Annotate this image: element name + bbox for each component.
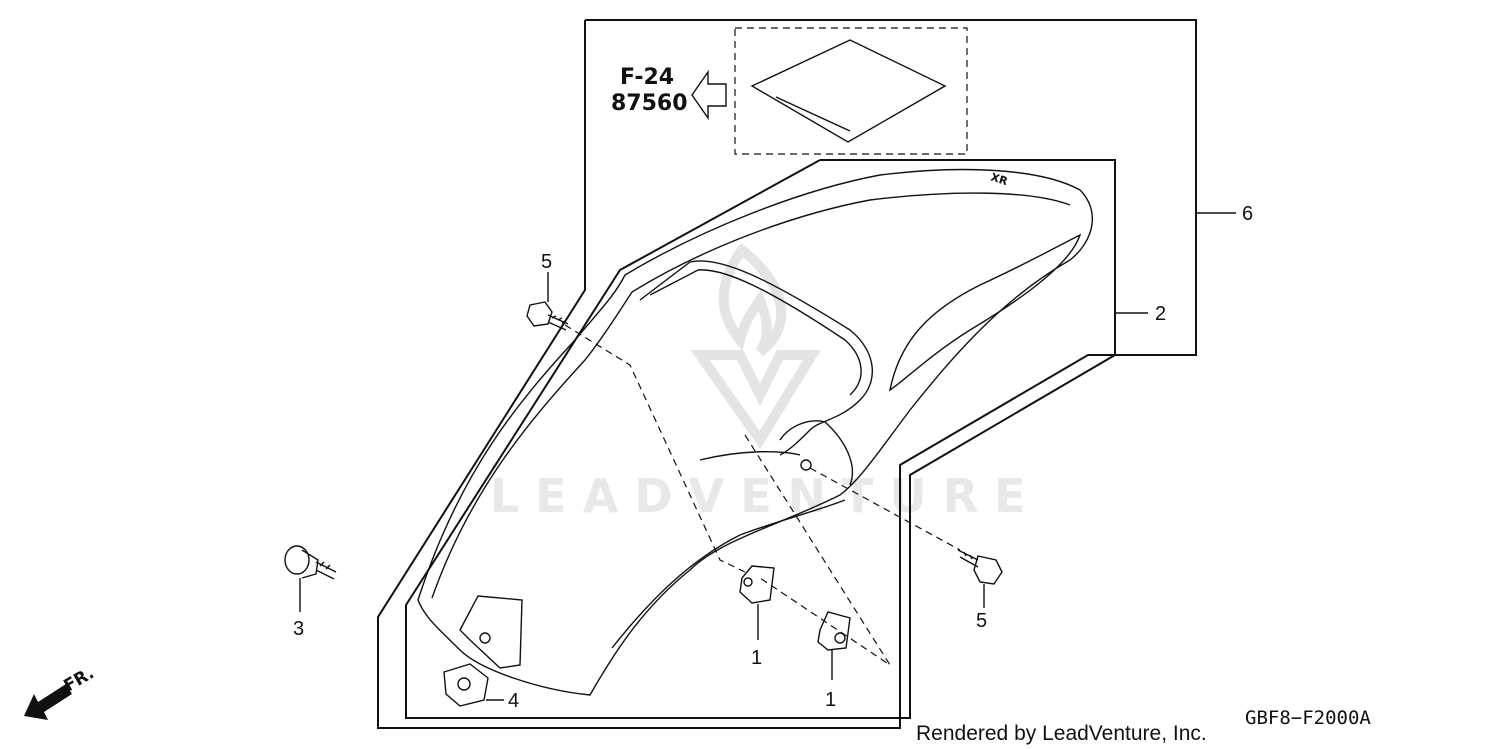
install-line-top	[564, 324, 746, 573]
front-direction-arrow-icon	[24, 684, 72, 720]
watermark-text: LEADVENTURE	[490, 469, 1042, 523]
decal-box	[734, 27, 968, 155]
callout-fender: 2	[1155, 303, 1166, 325]
install-line-bolt-right	[809, 467, 961, 551]
fender-decal-mark: XR	[989, 170, 1010, 188]
flame-logo-icon	[690, 242, 821, 450]
bolt-top	[526, 301, 569, 331]
callout-bolt-top: 5	[541, 251, 552, 273]
watermark-logo: LEADVENTURE	[490, 242, 1042, 523]
callout-bolt-left: 3	[293, 618, 304, 640]
reference-part-group: 87560	[611, 91, 688, 116]
callout-assembly: 6	[1242, 203, 1253, 225]
assembly-boundary	[377, 19, 1197, 729]
credit-text: Rendered by LeadVenture, Inc.	[916, 722, 1207, 745]
install-line-right	[744, 434, 891, 666]
bolt-right	[957, 549, 1003, 585]
clip	[443, 663, 489, 707]
diagram-code: GBF8−F2000A	[1245, 707, 1371, 729]
callout-nut-center: 1	[751, 647, 762, 669]
arrow-left-outline-icon	[691, 69, 727, 121]
nut-center	[739, 565, 775, 604]
bolt-left	[284, 545, 337, 580]
callout-clip: 4	[508, 690, 519, 712]
reference-page: F-24	[620, 65, 674, 90]
fender-boundary	[405, 159, 1116, 719]
callout-nut-right: 1	[825, 689, 836, 711]
callout-bolt-right: 5	[976, 610, 987, 632]
nut-right	[817, 611, 851, 651]
rear-fender: XR	[417, 168, 1094, 696]
decal-sticker	[750, 39, 947, 143]
